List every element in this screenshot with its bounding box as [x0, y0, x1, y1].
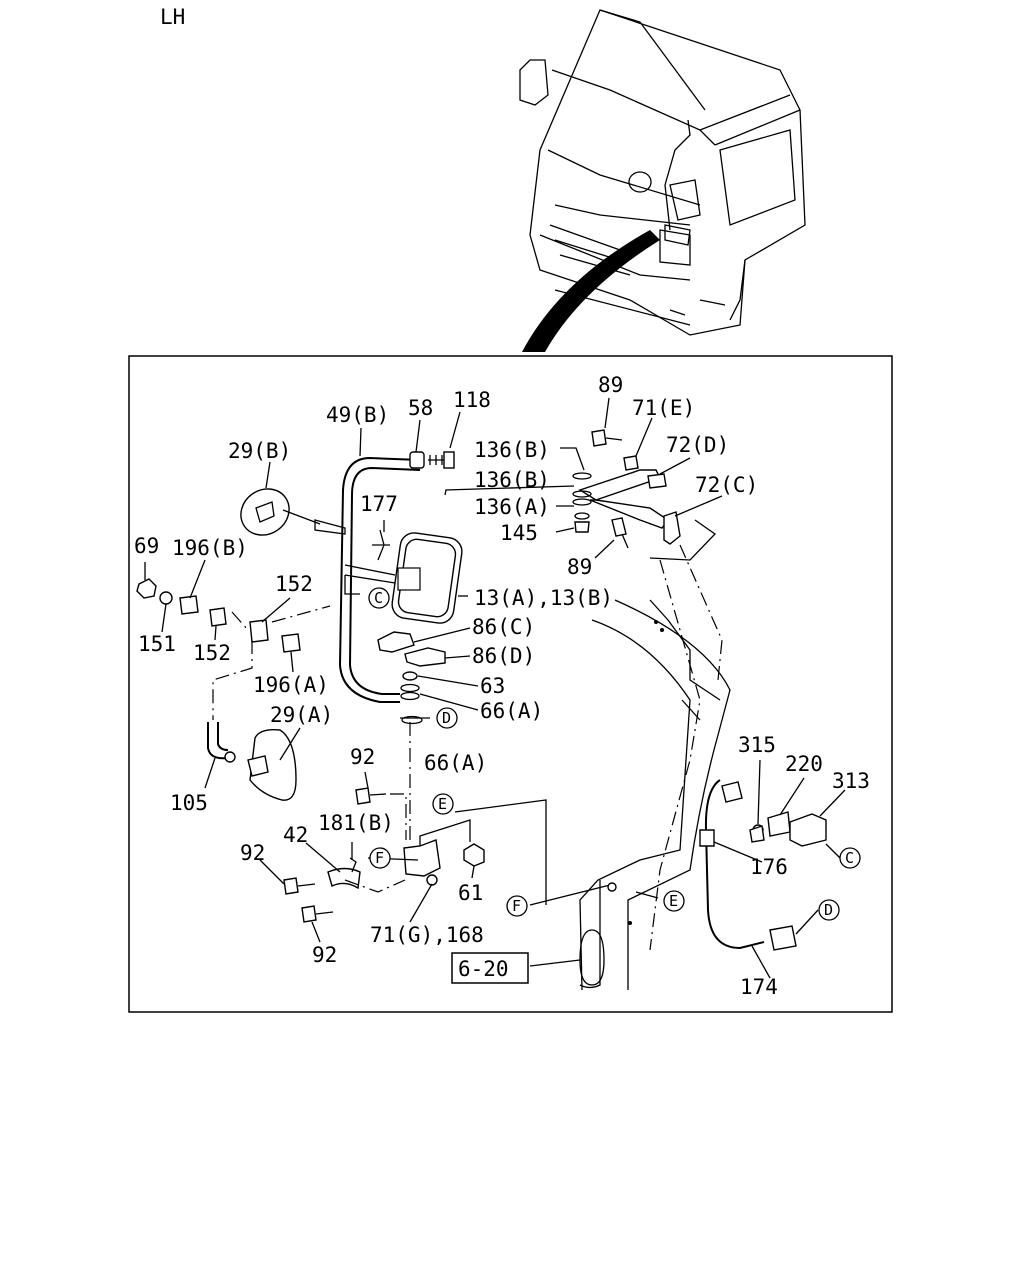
label-89-bottom: 89: [567, 555, 592, 579]
label-92-bottom: 92: [312, 943, 337, 967]
label-315: 315: [738, 733, 776, 757]
label-72d: 72(D): [666, 433, 729, 457]
label-86c: 86(C): [472, 615, 535, 639]
label-152-bottom: 152: [193, 641, 231, 665]
parts-drawings: [136, 429, 827, 991]
label-71e: 71(E): [632, 396, 695, 420]
label-196a: 196(A): [253, 673, 329, 697]
label-58: 58: [408, 396, 433, 420]
label-92-top: 92: [350, 745, 375, 769]
label-66a-2: 66(A): [424, 751, 487, 775]
label-66a-1: 66(A): [480, 699, 543, 723]
label-174: 174: [740, 975, 778, 999]
callout-f-1: F: [375, 849, 384, 867]
label-145: 145: [500, 521, 538, 545]
truck-cab-overview: [519, 9, 806, 352]
label-136b-2: 136(B): [474, 468, 550, 492]
callout-d-2: D: [824, 901, 833, 919]
callout-c-1: C: [374, 589, 383, 607]
callout-e-1: E: [438, 795, 447, 813]
reference-box: 6-20: [451, 952, 529, 984]
label-92-mid: 92: [240, 841, 265, 865]
leader-lines: [144, 397, 846, 979]
reference-label: 6-20: [458, 957, 509, 981]
label-220: 220: [785, 752, 823, 776]
label-89-top: 89: [598, 373, 623, 397]
label-176: 176: [750, 855, 788, 879]
label-86d: 86(D): [472, 644, 535, 668]
detail-frame: [128, 355, 893, 1013]
label-136a: 136(A): [474, 495, 550, 519]
label-152-top: 152: [275, 572, 313, 596]
label-69: 69: [134, 534, 159, 558]
label-42: 42: [283, 823, 308, 847]
label-313: 313: [832, 769, 870, 793]
callout-d-1: D: [442, 709, 451, 727]
label-105: 105: [170, 791, 208, 815]
label-196b: 196(B): [172, 536, 248, 560]
callouts: C D E F F E C D: [368, 587, 861, 921]
label-72c: 72(C): [695, 473, 758, 497]
label-29b: 29(B): [228, 439, 291, 463]
label-177: 177: [360, 492, 398, 516]
label-151: 151: [138, 632, 176, 656]
side-label: LH: [160, 5, 185, 29]
part-labels: 29(B) 49(B) 58 118 89 71(E) 72(D) 72(C) …: [134, 373, 870, 999]
label-136b-1: 136(B): [474, 438, 550, 462]
label-181b: 181(B): [318, 811, 394, 835]
label-71g-168: 71(G),168: [370, 923, 484, 947]
callout-f-2: F: [512, 897, 521, 915]
label-61: 61: [458, 881, 483, 905]
label-118: 118: [453, 388, 491, 412]
label-49b: 49(B): [326, 403, 389, 427]
callout-c-2: C: [845, 849, 854, 867]
callout-e-2: E: [669, 892, 678, 910]
label-29a: 29(A): [270, 703, 333, 727]
label-13: 13(A),13(B): [474, 586, 613, 610]
label-63: 63: [480, 674, 505, 698]
